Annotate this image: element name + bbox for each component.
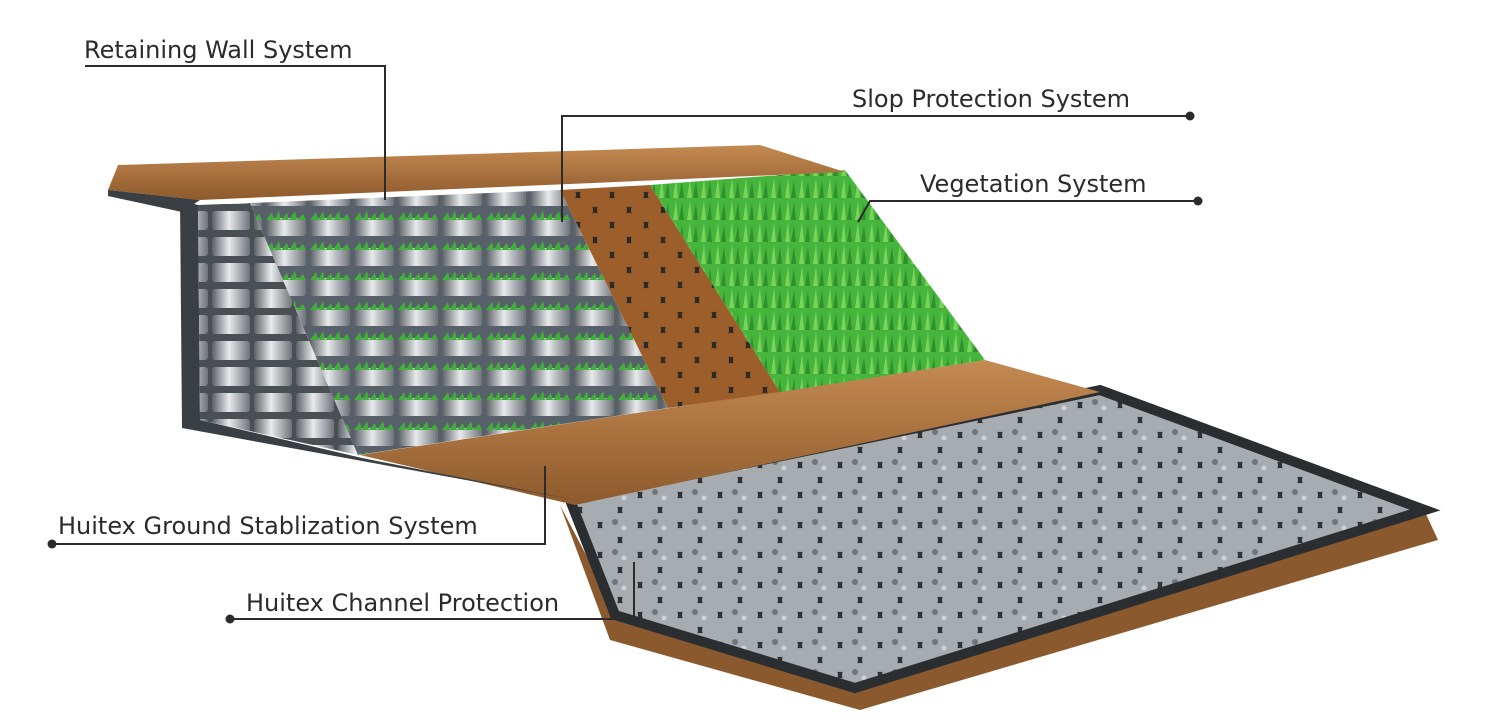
vegetation-leader: [857, 200, 1198, 223]
vegetation-dot: [1193, 196, 1203, 206]
label-slope-protection: Slop Protection System: [852, 85, 1130, 113]
channel-protection-leader: [230, 562, 635, 620]
retaining-wall-grass-cells: [250, 190, 668, 455]
retaining-wall-leader: [85, 65, 386, 200]
slope-protection-cells: [560, 185, 780, 408]
slope-protection-dot: [1185, 111, 1195, 121]
channel-protection-dot: [225, 614, 235, 624]
ground-stabilization-leader: [52, 466, 546, 545]
label-retaining-wall: Retaining Wall System: [84, 36, 352, 64]
slope-protection-leader: [561, 115, 1190, 222]
retaining-wall-face: [198, 203, 358, 455]
soil-cap-edge: [108, 190, 200, 212]
label-channel-protection: Huitex Channel Protection: [246, 589, 559, 617]
ground-stabilization-dot: [47, 539, 57, 549]
soil-base-lower: [560, 505, 1438, 710]
vegetation-grass: [650, 170, 985, 392]
soil-cap-top: [108, 145, 845, 200]
label-vegetation: Vegetation System: [920, 170, 1147, 198]
label-ground-stabilization: Huitex Ground Stablization System: [58, 512, 478, 540]
